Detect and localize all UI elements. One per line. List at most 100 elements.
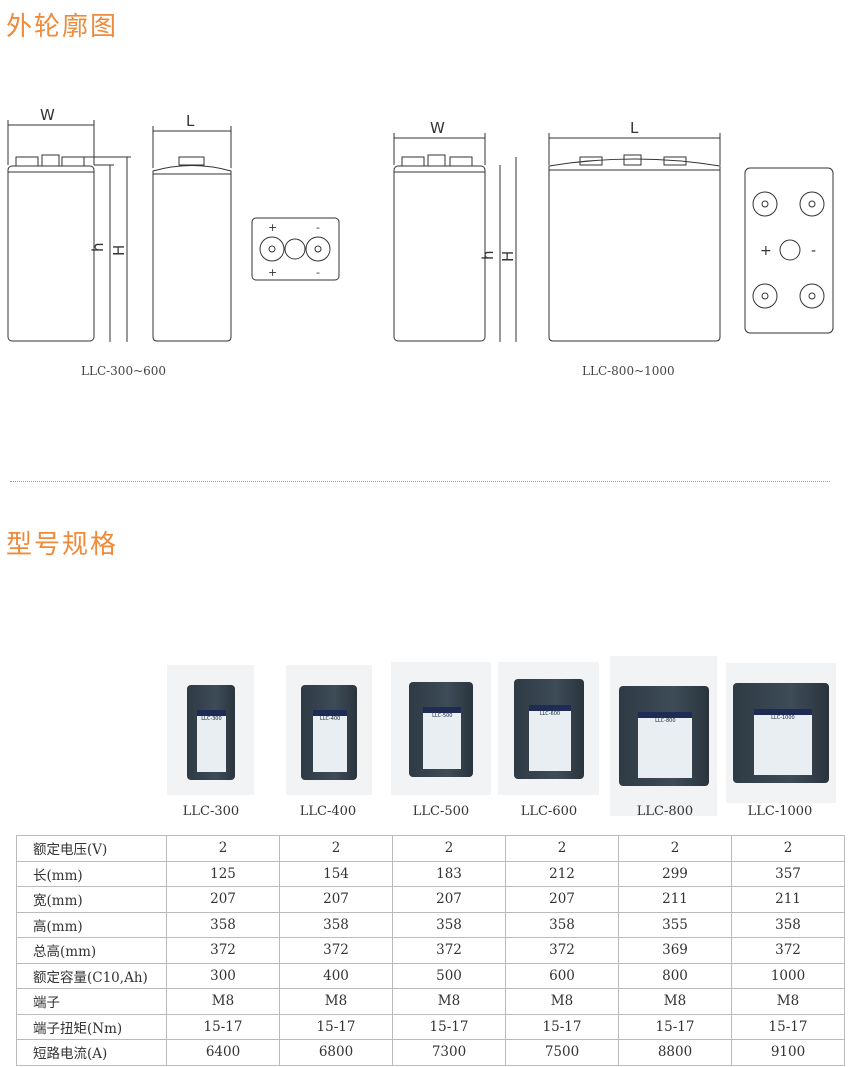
row-label: 端子 xyxy=(16,988,167,1015)
product-photo-llc-300: LLC-300 xyxy=(167,665,254,795)
large-top-view xyxy=(744,167,834,334)
product-photo-llc-800: LLC-800 xyxy=(610,656,717,816)
minus-sign: - xyxy=(316,266,320,279)
product-photo-llc-500: LLC-500 xyxy=(391,662,491,795)
table-cell: 15-17 xyxy=(279,1013,393,1040)
caption-small: LLC-300~600 xyxy=(81,364,167,378)
table-cell: 2 xyxy=(166,835,280,862)
divider xyxy=(10,481,830,482)
plus-sign-large: + xyxy=(760,243,772,259)
plus-sign: + xyxy=(268,266,277,279)
table-cell: 8800 xyxy=(618,1039,732,1066)
table-cell: 6800 xyxy=(279,1039,393,1066)
table-cell: 2 xyxy=(505,835,619,862)
table-cell: 372 xyxy=(279,937,393,964)
table-cell: 125 xyxy=(166,860,280,887)
specs-title: 型号规格 xyxy=(6,530,119,560)
table-cell: 1000 xyxy=(731,962,845,989)
table-cell: 2 xyxy=(731,835,845,862)
table-cell: 207 xyxy=(279,886,393,913)
table-cell: 2 xyxy=(392,835,506,862)
table-cell: 15-17 xyxy=(731,1013,845,1040)
minus-sign-large: - xyxy=(811,243,816,259)
table-cell: 357 xyxy=(731,860,845,887)
row-label: 额定容量(C10,Ah) xyxy=(16,962,167,989)
table-cell: 372 xyxy=(392,937,506,964)
dim-h-label-large: h xyxy=(479,250,497,260)
table-cell: 154 xyxy=(279,860,393,887)
table-cell: 207 xyxy=(392,886,506,913)
table-cell: 600 xyxy=(505,962,619,989)
minus-sign: - xyxy=(316,221,320,234)
table-cell: 372 xyxy=(731,937,845,964)
table-cell: 800 xyxy=(618,962,732,989)
dim-H-label: H xyxy=(110,245,128,256)
table-cell: 300 xyxy=(166,962,280,989)
table-cell: 369 xyxy=(618,937,732,964)
table-cell: 211 xyxy=(618,886,732,913)
plus-sign: + xyxy=(268,221,277,234)
table-cell: 2 xyxy=(279,835,393,862)
table-cell: 212 xyxy=(505,860,619,887)
table-cell: 15-17 xyxy=(166,1013,280,1040)
outline-title: 外轮廓图 xyxy=(6,12,119,42)
model-name: LLC-800 xyxy=(636,804,694,819)
small-front-view xyxy=(7,120,131,342)
large-front-view xyxy=(393,133,517,342)
table-cell: M8 xyxy=(166,988,280,1015)
table-cell: M8 xyxy=(279,988,393,1015)
row-label: 总高(mm) xyxy=(16,937,167,964)
table-cell: 207 xyxy=(166,886,280,913)
dim-H-label-large: H xyxy=(499,251,517,262)
table-cell: 207 xyxy=(505,886,619,913)
large-side-view xyxy=(548,133,721,342)
table-cell: 7300 xyxy=(392,1039,506,1066)
table-cell: 2 xyxy=(618,835,732,862)
product-photo-llc-600: LLC-600 xyxy=(498,662,599,795)
row-label: 短路电流(A) xyxy=(16,1039,167,1066)
table-cell: 211 xyxy=(731,886,845,913)
row-label: 端子扭矩(Nm) xyxy=(16,1013,167,1040)
table-cell: 358 xyxy=(279,911,393,938)
model-name: LLC-500 xyxy=(412,804,470,819)
table-cell: 183 xyxy=(392,860,506,887)
dim-l-label-large: L xyxy=(630,119,639,137)
table-cell: 6400 xyxy=(166,1039,280,1066)
table-cell: 358 xyxy=(505,911,619,938)
model-name: LLC-1000 xyxy=(747,804,813,819)
caption-large: LLC-800~1000 xyxy=(582,364,675,378)
table-cell: 15-17 xyxy=(392,1013,506,1040)
dim-h-label: h xyxy=(89,242,107,252)
row-label: 高(mm) xyxy=(16,911,167,938)
row-label: 长(mm) xyxy=(16,860,167,887)
model-name: LLC-400 xyxy=(299,804,357,819)
table-cell: 372 xyxy=(166,937,280,964)
outline-drawings: W L W L h H h H + - + - + - xyxy=(7,106,834,342)
table-cell: M8 xyxy=(731,988,845,1015)
small-side-view xyxy=(152,126,232,342)
table-cell: 355 xyxy=(618,911,732,938)
row-label: 额定电压(V) xyxy=(16,835,167,862)
table-cell: 9100 xyxy=(731,1039,845,1066)
dim-w-label-large: W xyxy=(430,119,445,137)
table-cell: 15-17 xyxy=(618,1013,732,1040)
dim-w-label: W xyxy=(40,106,55,124)
dim-l-label: L xyxy=(186,112,195,130)
table-cell: 15-17 xyxy=(505,1013,619,1040)
model-name: LLC-300 xyxy=(182,804,240,819)
product-photo-llc-400: LLC-400 xyxy=(286,665,372,795)
table-cell: 7500 xyxy=(505,1039,619,1066)
product-photo-llc-1000: LLC-1000 xyxy=(726,663,836,803)
table-cell: 500 xyxy=(392,962,506,989)
table-cell: 358 xyxy=(392,911,506,938)
table-cell: M8 xyxy=(618,988,732,1015)
